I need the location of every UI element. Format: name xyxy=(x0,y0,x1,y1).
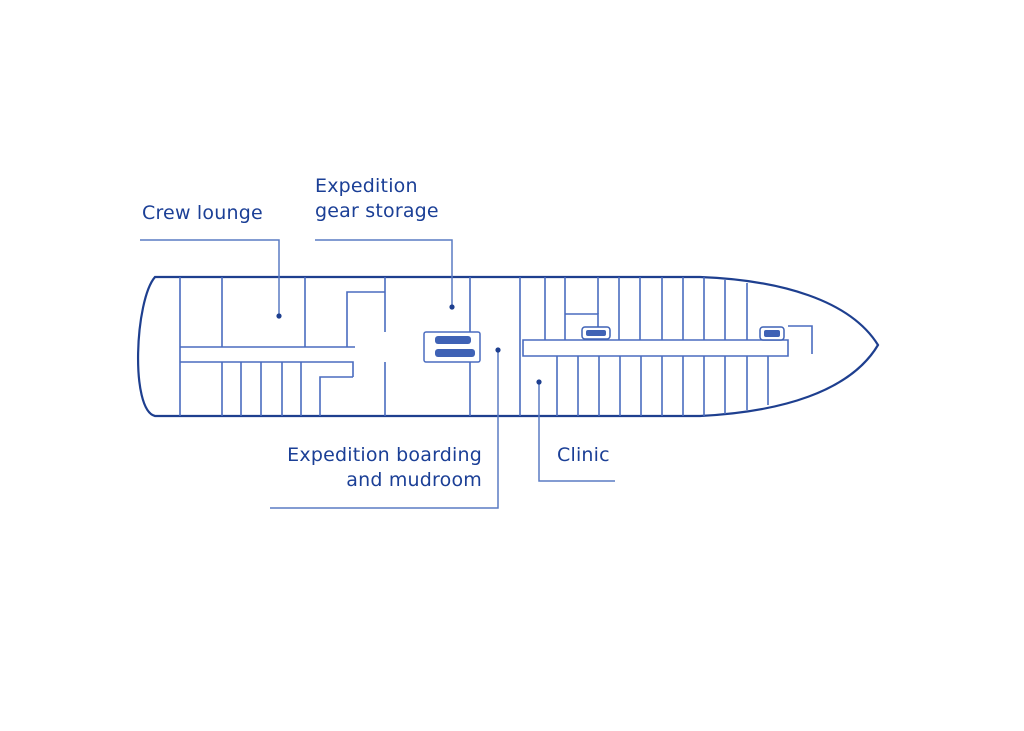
cabin-wall xyxy=(319,376,353,416)
label-text: Expedition boarding xyxy=(287,444,482,466)
leader-boarding xyxy=(270,350,499,509)
label-text: Crew lounge xyxy=(142,202,263,224)
leader-clinic xyxy=(538,382,615,482)
label-crew-lounge: Crew lounge xyxy=(142,201,263,226)
leader-crew-lounge xyxy=(140,239,280,316)
label-text: and mudroom xyxy=(346,469,482,491)
ship-hull xyxy=(136,275,880,418)
leader-lines xyxy=(140,239,615,509)
aft-corridor xyxy=(179,346,355,377)
forward-corridor xyxy=(522,339,789,357)
leader-dots xyxy=(276,304,542,385)
lobby-wall xyxy=(346,291,385,347)
elevator-car xyxy=(435,349,475,357)
label-clinic: Clinic xyxy=(557,443,610,468)
label-text: gear storage xyxy=(315,200,439,222)
interior-walls xyxy=(179,277,813,416)
label-text: Expedition xyxy=(315,175,418,197)
elevator-car xyxy=(435,336,471,344)
lift-icons xyxy=(423,326,785,363)
label-gear-storage: Expedition gear storage xyxy=(315,174,439,224)
leader-gear-storage xyxy=(315,239,453,307)
label-boarding-mudroom: Expedition boarding and mudroom xyxy=(287,443,482,493)
label-text: Clinic xyxy=(557,444,610,466)
